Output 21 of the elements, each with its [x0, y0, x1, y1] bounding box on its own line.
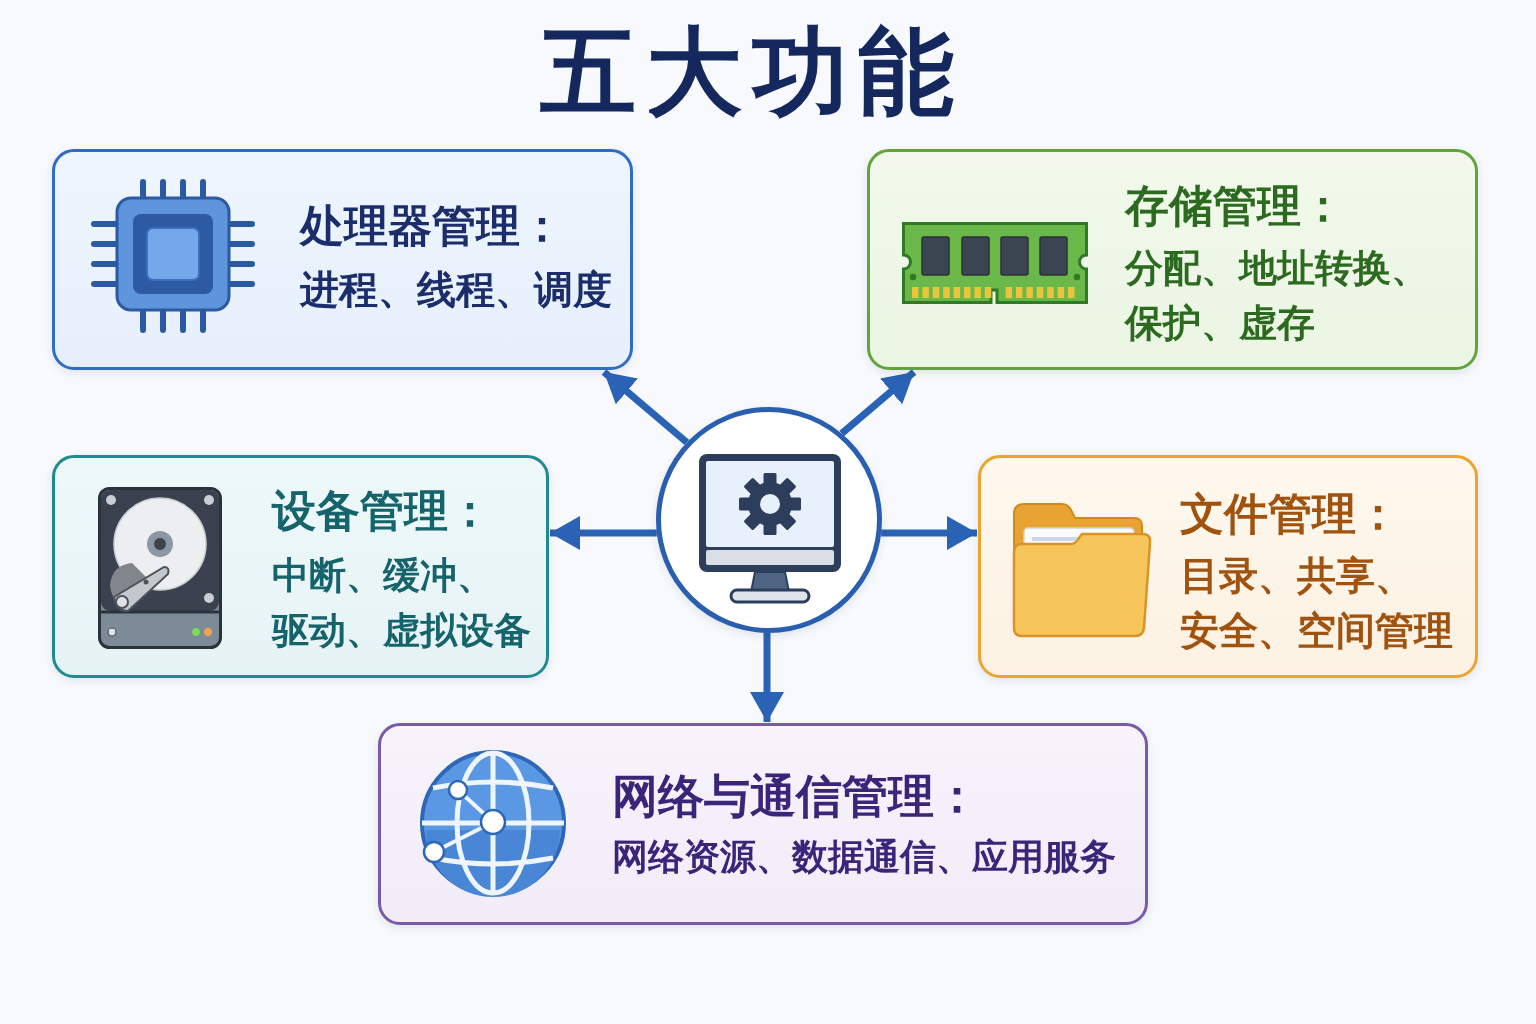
category-box	[52, 455, 549, 678]
arrow	[839, 369, 917, 437]
box-text: 进程、线程、调度	[300, 266, 612, 314]
box-text: 目录、共享、安全、空间管理	[1180, 552, 1454, 655]
box-heading: 网络与通信管理：	[612, 768, 980, 825]
arrow	[750, 633, 784, 722]
box-text: 网络资源、数据通信、应用服务	[612, 835, 1116, 879]
box-heading: 文件管理：	[1180, 487, 1400, 541]
arrow	[881, 516, 977, 550]
arrow	[601, 369, 690, 446]
arrow	[550, 516, 657, 550]
box-heading: 处理器管理：	[300, 199, 564, 253]
category-box	[52, 149, 633, 370]
box-text: 中断、缓冲、驱动、虚拟设备	[272, 553, 532, 654]
box-heading: 设备管理：	[272, 484, 492, 538]
title: 五大功能	[540, 16, 964, 128]
box-text: 分配、地址转换、保护、虚存	[1125, 245, 1430, 347]
category-box	[978, 455, 1478, 678]
category-box	[378, 723, 1148, 925]
category-box	[867, 149, 1478, 370]
box-heading: 存储管理：	[1125, 179, 1345, 233]
